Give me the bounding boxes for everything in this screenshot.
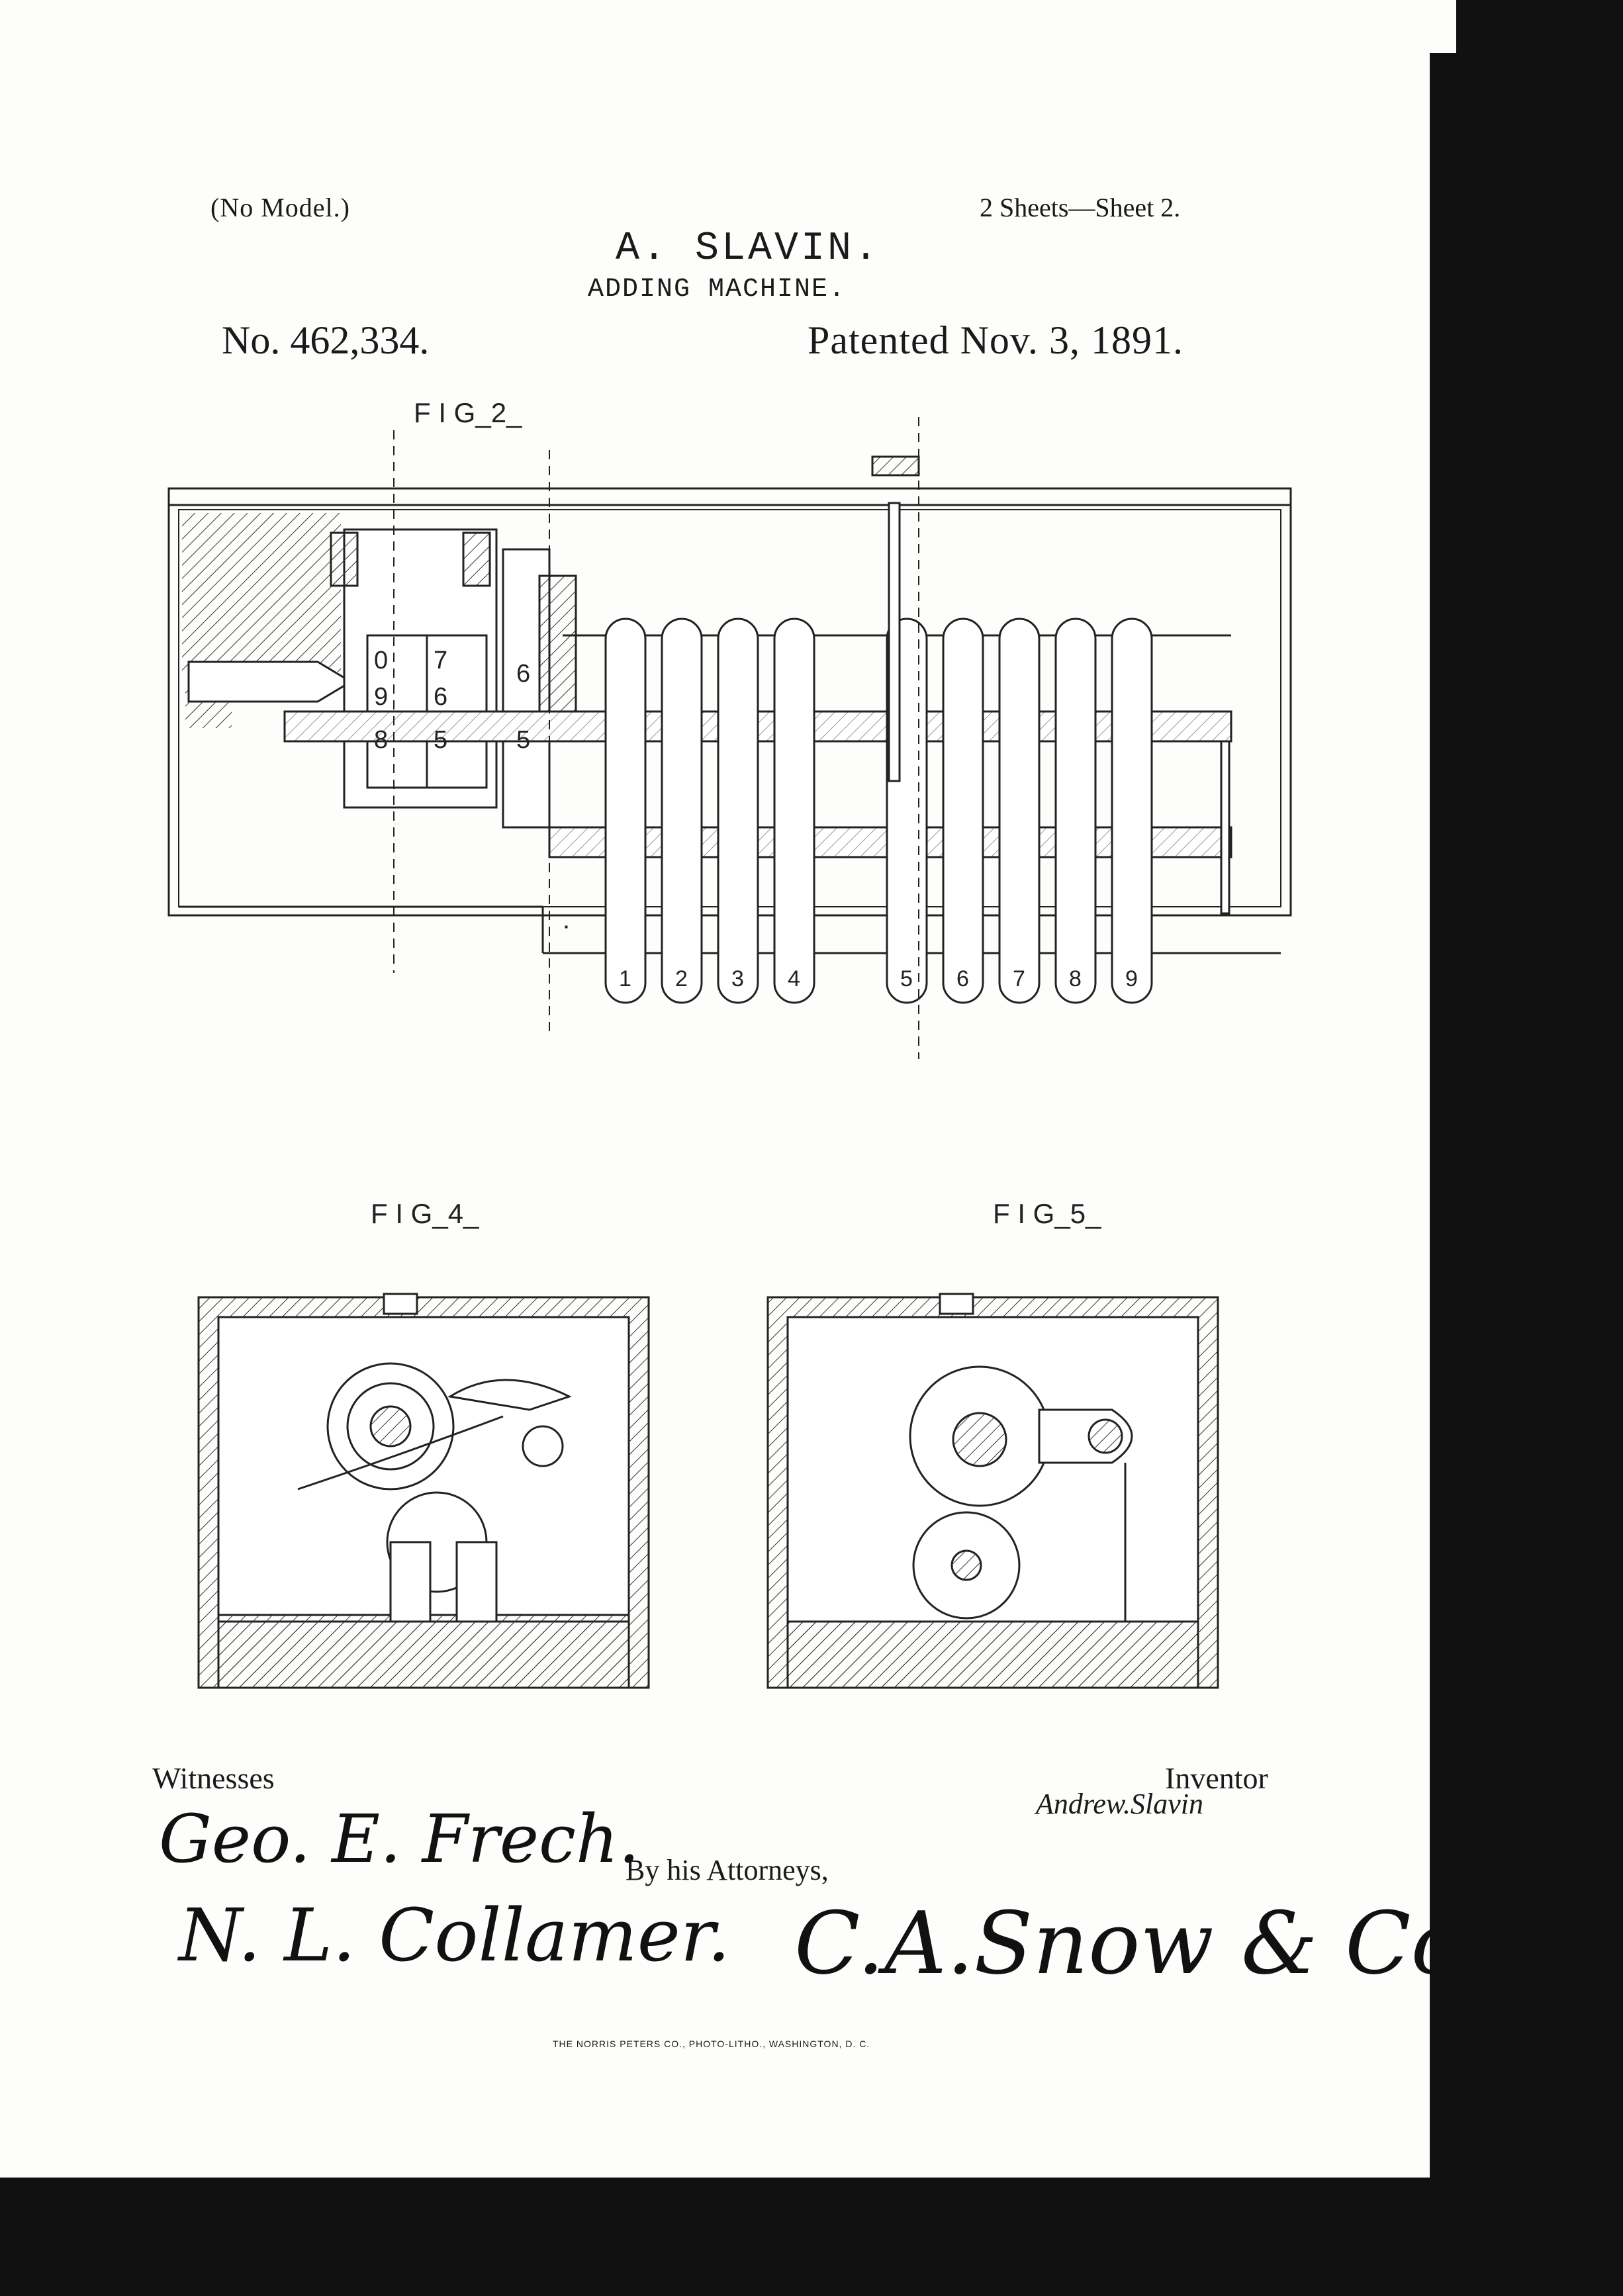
patent-number: No. 462,334. [222,318,430,362]
register-digit: 5 [516,726,530,754]
witness-signature-2: N. L. Collamer. [179,1893,731,1978]
key-4-label: 4 [788,966,800,991]
key-3-label: 3 [731,966,744,991]
patent-sheet [0,0,1456,2178]
printer-credit: THE NORRIS PETERS CO., PHOTO-LITHO., WAS… [553,2039,870,2049]
fig4-drawing [197,1293,650,1689]
fig5-drawing [766,1293,1219,1689]
scan-border-right [1430,53,1489,2296]
register-digit: 9 [374,683,388,711]
key-8-label: 8 [1069,966,1082,991]
key-9-label: 9 [1125,966,1138,991]
witness-signature-1: Geo. E. Frech. [159,1800,640,1878]
fig5-label: F I G_5_ [993,1198,1101,1229]
attorneys-label: By his Attorneys, [626,1854,829,1886]
key-number-labels: 1 2 3 4 5 6 7 8 9 [619,966,1138,991]
key-levers [604,618,1153,1004]
inventor-signature: Andrew.Slavin [1036,1788,1203,1820]
inventor-heading: A. SLAVIN. [616,226,881,271]
register-digit: 6 [516,660,530,688]
register-digit: 8 [374,726,388,754]
register-digit: 5 [434,726,447,754]
register-digit: 0 [374,647,388,674]
fig2-drawing [167,417,1292,1059]
inventor-label: Inventor [1165,1761,1268,1795]
key-5-label: 5 [900,966,913,991]
fig2-label: F I G_2_ [414,397,522,428]
attorney-signature: C.A.Snow & Co. [794,1893,1489,1994]
no-model-label: (No Model.) [210,193,350,222]
register-digit: 7 [434,647,447,674]
witnesses-label: Witnesses [152,1761,275,1795]
register-digit: 6 [434,683,447,711]
key-2-label: 2 [675,966,688,991]
key-7-label: 7 [1013,966,1025,991]
key-1-label: 1 [619,966,631,991]
patent-drawings: 1 2 3 4 5 6 7 8 9 0 7 9 6 6 8 5 5 [167,417,1292,1689]
sheet-count: 2 Sheets—Sheet 2. [980,193,1181,222]
invention-title: ADDING MACHINE. [588,275,847,304]
register-digit-labels: 0 7 9 6 6 8 5 5 [374,647,530,754]
key-6-label: 6 [956,966,969,991]
patent-date: Patented Nov. 3, 1891. [808,318,1184,362]
fig4-label: F I G_4_ [371,1198,479,1229]
scan-border-bottom [0,2184,1623,2296]
